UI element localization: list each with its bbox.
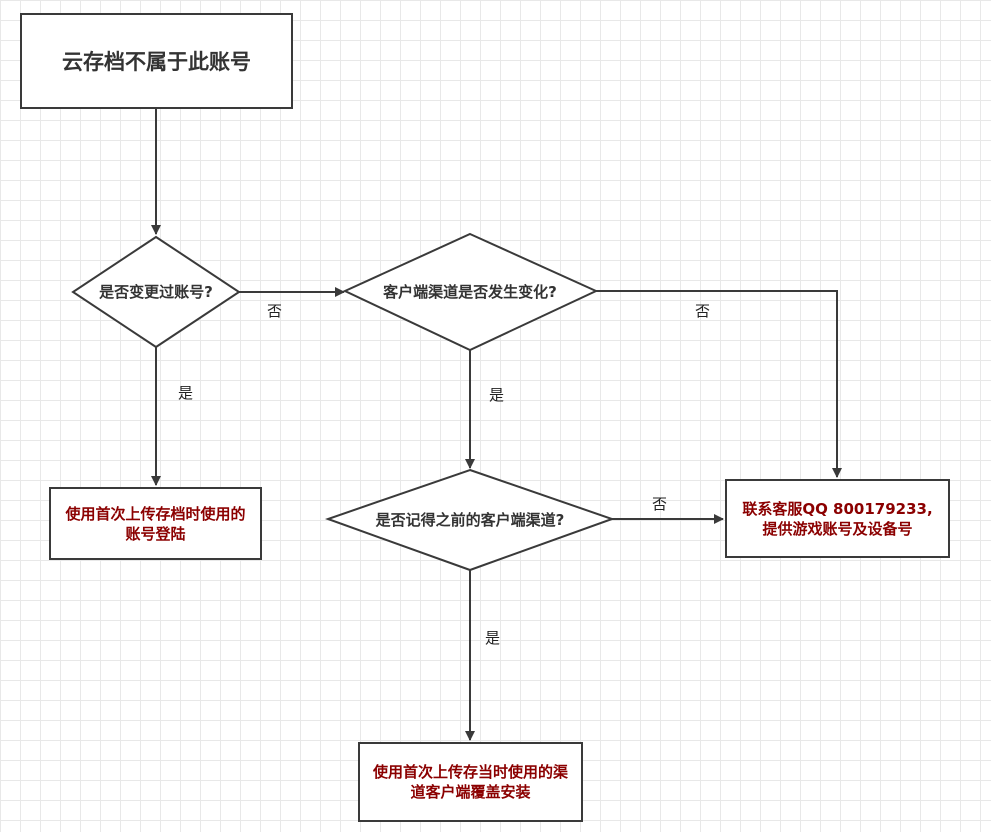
result-first-upload-account-label: 使用首次上传存档时使用的账号登陆 xyxy=(65,504,246,543)
start-node: 云存档不属于此账号 xyxy=(20,13,293,109)
decision-remember-channel-shape xyxy=(324,468,616,572)
decision-account-changed-shape xyxy=(71,235,241,349)
edge-label-channel-yes: 是 xyxy=(489,386,505,404)
start-node-label: 云存档不属于此账号 xyxy=(62,50,251,74)
edge-label-remember-no: 否 xyxy=(652,495,668,513)
result-reinstall-channel-label: 使用首次上传存当时使用的渠道客户端覆盖安装 xyxy=(372,763,568,801)
edge-label-account-yes: 是 xyxy=(178,384,194,402)
decision-remember-channel-label: 是否记得之前的客户端渠道? xyxy=(375,511,565,529)
decision-channel-changed-shape xyxy=(342,232,599,352)
edge-channel-no xyxy=(596,290,842,478)
result-contact-support: 联系客服QQ 800179233,提供游戏账号及设备号 xyxy=(725,479,950,558)
result-first-upload-account: 使用首次上传存档时使用的账号登陆 xyxy=(49,487,262,560)
result-reinstall-channel: 使用首次上传存当时使用的渠道客户端覆盖安装 xyxy=(358,742,583,822)
edge-label-channel-no: 否 xyxy=(695,302,711,320)
edge-label-remember-yes: 是 xyxy=(485,629,501,647)
decision-channel-changed-label: 客户端渠道是否发生变化? xyxy=(383,283,557,301)
decision-account-changed-label: 是否变更过账号? xyxy=(99,283,213,301)
result-contact-support-label: 联系客服QQ 800179233,提供游戏账号及设备号 xyxy=(742,499,933,538)
edge-label-account-no: 否 xyxy=(267,302,283,320)
